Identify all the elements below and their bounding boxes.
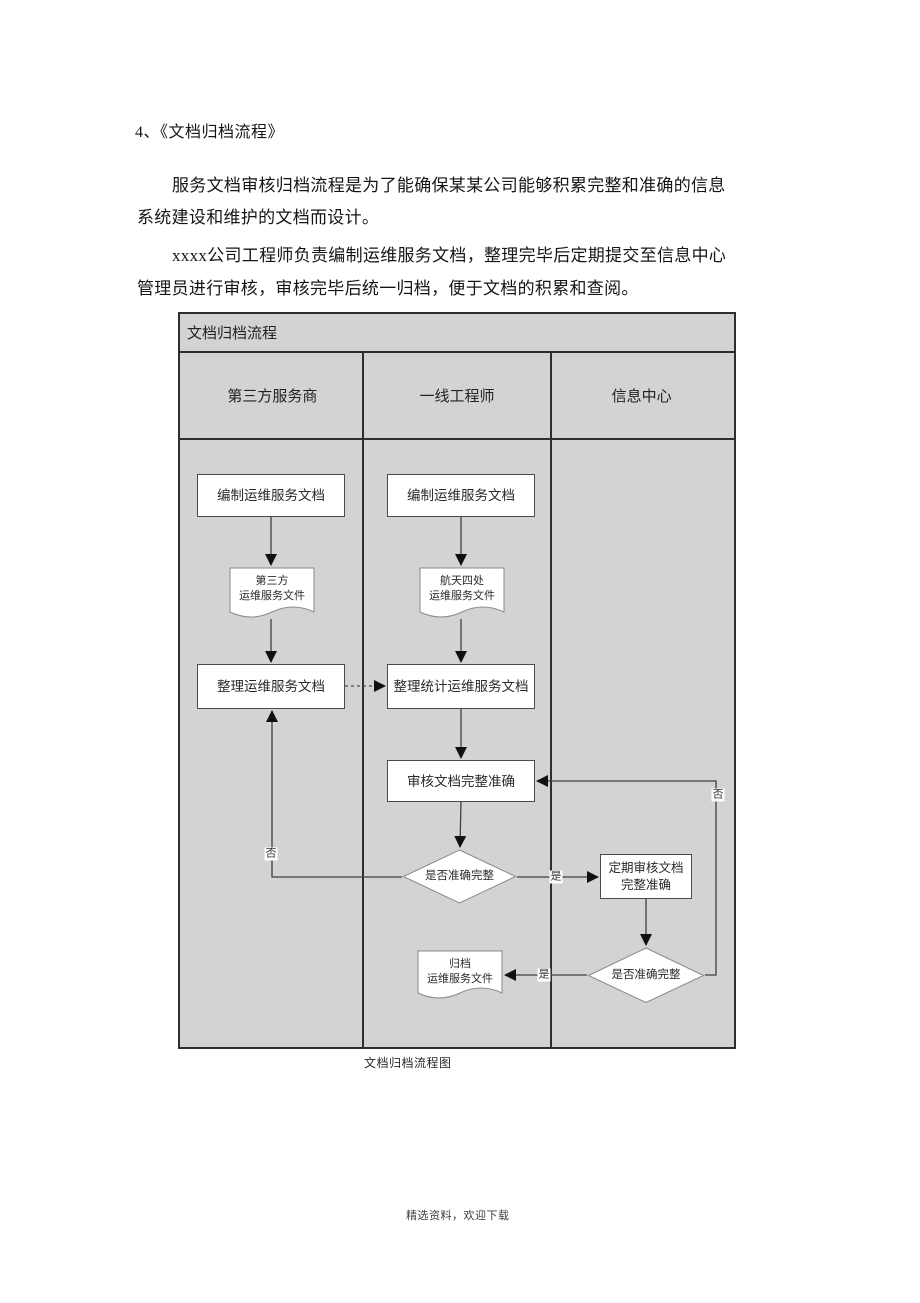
flow-node-vendor-file: 第三方 运维服务文件 xyxy=(229,567,315,625)
flowchart-title-row: 文档归档流程 xyxy=(180,314,734,353)
flowchart-lane-header-row: 第三方服务商 一线工程师 信息中心 xyxy=(180,353,734,440)
flow-node-decision2: 是否准确完整 xyxy=(587,947,705,1004)
flow-node-label: 是否准确完整 xyxy=(425,870,494,882)
flow-node-organize-stats: 整理统计运维服务文档 xyxy=(387,664,535,709)
edge-label-no2: 否 xyxy=(711,788,725,802)
edge-label-yes1: 是 xyxy=(549,870,563,884)
flowchart-caption: 文档归档流程图 xyxy=(364,1056,452,1070)
section-heading: 4、《文档归档流程》 xyxy=(135,124,285,141)
lane-header-info-center: 信息中心 xyxy=(611,389,672,405)
lane-divider-1 xyxy=(362,351,364,1047)
flow-node-label: 编制运维服务文档 xyxy=(217,488,325,503)
decision-diamond-shape xyxy=(402,849,517,904)
doc-text-line1: 第三方 xyxy=(255,575,289,587)
flow-node-organize-vendor: 整理运维服务文档 xyxy=(197,664,345,709)
flow-node-label: 定期审核文档 完整准确 xyxy=(608,860,683,894)
flow-node-label: 归档 运维服务文件 xyxy=(417,957,503,987)
rect-text-line2: 完整准确 xyxy=(620,877,671,892)
flow-node-dept-file: 航天四处 运维服务文件 xyxy=(419,567,505,625)
paragraph-1-line-2: 系统建设和维护的文档而设计。 xyxy=(137,208,380,227)
flow-node-label: 是否准确完整 xyxy=(611,969,681,981)
document-shape xyxy=(419,567,505,618)
flow-connectors xyxy=(265,517,717,981)
lane-header-frontline-engineer: 一线工程师 xyxy=(419,389,495,405)
arrow-decision2-no-to-review xyxy=(536,775,717,976)
flow-node-review-doc: 审核文档完整准确 xyxy=(387,760,535,802)
flow-node-label: 第三方 运维服务文件 xyxy=(229,574,315,604)
flowchart-title: 文档归档流程 xyxy=(187,326,278,342)
rect-text-line1: 定期审核文档 xyxy=(608,860,684,875)
flow-node-decision1: 是否准确完整 xyxy=(402,849,517,904)
flow-node-archive-file: 归档 运维服务文件 xyxy=(417,950,503,1006)
flow-node-compile-vendor: 编制运维服务文档 xyxy=(197,474,345,517)
edge-label-yes2: 是 xyxy=(537,968,551,982)
page-footer-text: 精选资料，欢迎下载 xyxy=(406,1210,510,1222)
lane-header-third-party: 第三方服务商 xyxy=(227,389,318,405)
paragraph-2-line-1: xxxx公司工程师负责编制运维服务文档，整理完毕后定期提交至信息中心 xyxy=(172,246,727,265)
doc-text-line1: 航天四处 xyxy=(440,575,484,587)
arrow-decision1-no-to-organize xyxy=(266,710,402,878)
edge-label-no1: 否 xyxy=(264,847,278,861)
lane-divider-2 xyxy=(550,351,552,1047)
flow-node-label: 航天四处 运维服务文件 xyxy=(419,574,505,604)
flow-node-label: 审核文档完整准确 xyxy=(407,773,515,789)
arrow-review-to-decision1 xyxy=(454,801,467,848)
flow-node-label: 编制运维服务文档 xyxy=(407,488,515,503)
document-shape xyxy=(229,567,315,618)
flow-node-compile-engineer: 编制运维服务文档 xyxy=(387,474,535,517)
paragraph-1-line-1: 服务文档审核归档流程是为了能确保某某公司能够积累完整和准确的信息 xyxy=(172,176,726,195)
flow-node-label: 整理统计运维服务文档 xyxy=(393,679,529,694)
doc-text-line2: 运维服务文件 xyxy=(429,590,495,602)
decision-diamond-shape xyxy=(587,947,705,1004)
flowchart-table: 文档归档流程 第三方服务商 一线工程师 信息中心 xyxy=(178,312,736,1049)
paragraph-2-line-2: 管理员进行审核，审核完毕后统一归档，便于文档的积累和查阅。 xyxy=(137,279,639,298)
doc-text-line2: 运维服务文件 xyxy=(427,973,493,985)
flow-node-periodic-review: 定期审核文档 完整准确 xyxy=(600,854,692,899)
doc-text-line1: 归档 xyxy=(449,958,471,970)
flow-node-label: 整理运维服务文档 xyxy=(217,679,325,694)
document-shape xyxy=(417,950,503,999)
doc-text-line2: 运维服务文件 xyxy=(239,590,305,602)
